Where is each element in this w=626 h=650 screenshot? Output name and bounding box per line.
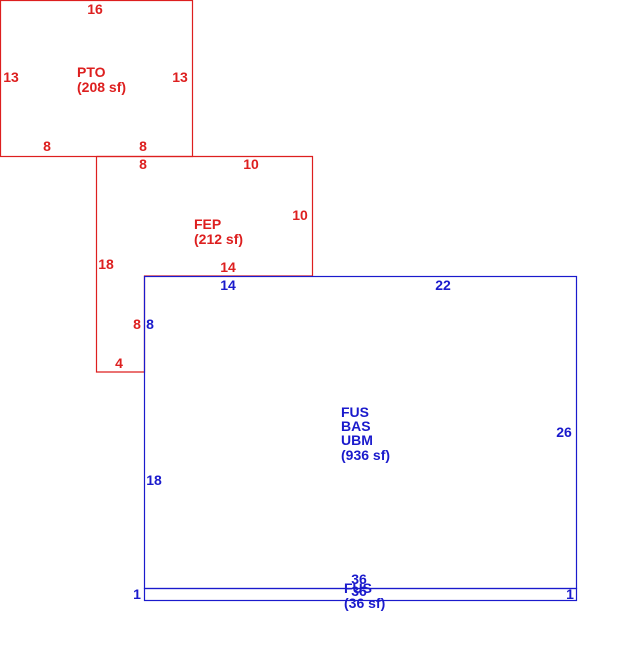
pto-dim-top: 16 xyxy=(87,1,103,17)
main-area: (936 sf) xyxy=(341,447,390,463)
strip-dim-top: 36 xyxy=(351,571,367,587)
strip-outline xyxy=(143,587,578,602)
strip-dim-left: 1 xyxy=(133,586,141,602)
pto-code: PTO xyxy=(77,64,106,80)
pto-dim-bottom-left: 8 xyxy=(43,138,51,154)
main-code-2: BAS xyxy=(341,418,371,434)
main-dim-upper-left: 8 xyxy=(146,316,154,332)
main-code-3: UBM xyxy=(341,432,373,448)
pto-dim-left: 13 xyxy=(3,69,19,85)
pto-area: (208 sf) xyxy=(77,79,126,95)
strip-dim-bottom: 36 xyxy=(351,583,367,599)
fep-dim-inner-vertical: 8 xyxy=(133,316,141,332)
fep-area: (212 sf) xyxy=(194,231,243,247)
pto-dim-bottom-right: 8 xyxy=(139,138,147,154)
fep-dim-bottom: 4 xyxy=(115,355,123,371)
fep-code: FEP xyxy=(194,216,221,232)
fep-dim-top-left: 8 xyxy=(139,156,147,172)
pto-dim-right: 13 xyxy=(172,69,188,85)
strip-code: FUS xyxy=(344,580,372,596)
main-dim-top-left: 14 xyxy=(220,277,236,293)
strip-area: (36 sf) xyxy=(344,595,385,611)
strip-dim-right: 1 xyxy=(566,586,574,602)
main-code-1: FUS xyxy=(341,404,369,420)
main-dim-right: 26 xyxy=(556,424,572,440)
fep-dim-bottom-mid: 14 xyxy=(220,259,236,275)
fep-dim-top-right: 10 xyxy=(243,156,259,172)
main-dim-top-right: 22 xyxy=(435,277,451,293)
main-dim-left: 18 xyxy=(146,472,162,488)
fep-dim-right: 10 xyxy=(292,207,308,223)
fep-outline xyxy=(95,155,314,373)
fep-dim-left: 18 xyxy=(98,256,114,272)
